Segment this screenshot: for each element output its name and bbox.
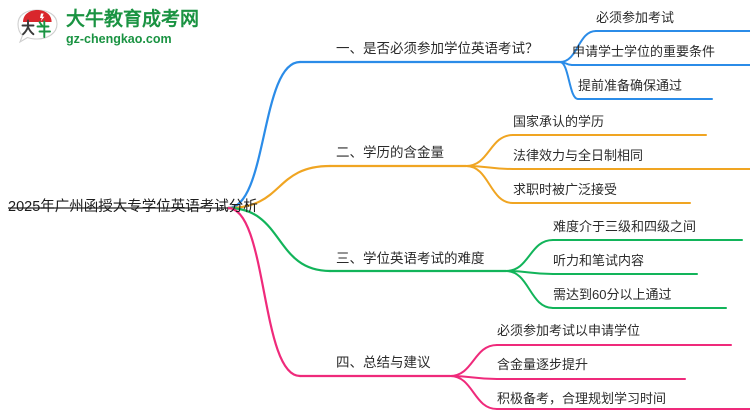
logo-site-name: 大牛教育成考网	[66, 9, 200, 30]
leaf-label-3-1[interactable]: 难度介于三级和四级之间	[553, 219, 697, 234]
branch-node-1-label[interactable]: 一、是否必须参加学位英语考试？	[336, 41, 539, 56]
leaf-label-2-2[interactable]: 法律效力与全日制相同	[513, 148, 644, 163]
red-dome-shape	[23, 10, 52, 22]
leaf-label-1-3[interactable]: 提前准备确保通过	[578, 78, 683, 93]
branch-2-to-leaf-3-curve	[465, 165, 514, 204]
root-to-branch-curve-2	[226, 164, 332, 210]
dome-glyph-icon	[40, 13, 45, 22]
leaf-label-4-2[interactable]: 含金量逐步提升	[497, 357, 589, 372]
leaf-label-4-3[interactable]: 积极备考，合理规划学习时间	[497, 391, 667, 406]
leaf-label-2-1[interactable]: 国家承认的学历	[513, 114, 605, 129]
branch-2-to-leaf-1-curve	[465, 134, 514, 167]
leaf-label-2-3[interactable]: 求职时被广泛接受	[513, 182, 618, 197]
branch-4-to-leaf-1-curve	[449, 344, 498, 377]
root-to-branch-curve-4	[226, 206, 302, 378]
logo-char-niu	[36, 20, 51, 38]
branch-1-to-leaf-3-curve	[559, 61, 579, 100]
logo-mark-icon	[17, 9, 58, 44]
branch-3-to-leaf-3-curve	[505, 270, 554, 309]
leaf-label-1-2[interactable]: 申请学士学位的重要条件	[572, 44, 716, 59]
leaf-label-3-3[interactable]: 需达到60分以上通过	[553, 287, 672, 302]
logo-char-da	[21, 19, 35, 36]
leaf-label-3-2[interactable]: 听力和笔试内容	[553, 253, 645, 268]
branch-4-to-leaf-3-curve	[449, 375, 498, 410]
branch-1-to-leaf-1-curve	[559, 30, 597, 63]
logo-text: 大牛教育成考网 gz-chengkao.com	[66, 9, 206, 47]
leaf-label-4-1[interactable]: 必须参加考试以申请学位	[497, 323, 641, 338]
branch-3-to-leaf-1-curve	[505, 239, 554, 272]
branch-curves	[226, 30, 597, 410]
root-to-branch-curve-3	[226, 206, 332, 273]
leaf-label-1-1[interactable]: 必须参加考试	[596, 10, 675, 25]
branch-node-2-label[interactable]: 二、学历的含金量	[336, 145, 444, 160]
branch-node-4-label[interactable]: 四、总结与建议	[336, 355, 431, 370]
site-logo: 大牛教育成考网 gz-chengkao.com	[14, 6, 204, 56]
branch-underlines	[8, 60, 562, 378]
logo-domain: gz-chengkao.com	[66, 32, 172, 46]
leaf-underlines	[496, 30, 750, 410]
root-to-branch-curve-1	[226, 60, 302, 210]
root-node-label[interactable]: 2025年广州函授大专学位英语考试分析	[8, 199, 258, 215]
branch-node-3-label[interactable]: 三、学位英语考试的难度	[336, 251, 485, 266]
